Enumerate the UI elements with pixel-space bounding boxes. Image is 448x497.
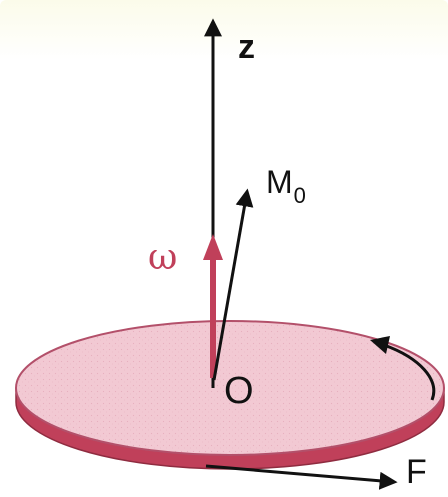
omega-label: ω [148,237,178,278]
force-label: F [406,453,427,491]
z-axis-label: z [238,28,255,66]
curved-arrow-head [370,336,390,354]
moment-label-main: M [266,164,293,200]
force-vector [205,464,398,490]
moment-label-subscript: 0 [293,183,306,208]
moment-label: M0 [266,164,306,207]
omega-arrow-head [203,234,223,260]
moment-vector [212,188,254,381]
curved-arrow-icon [383,343,436,401]
origin-label: O [224,370,254,412]
background-tint [0,0,448,60]
disk-top [15,320,445,456]
